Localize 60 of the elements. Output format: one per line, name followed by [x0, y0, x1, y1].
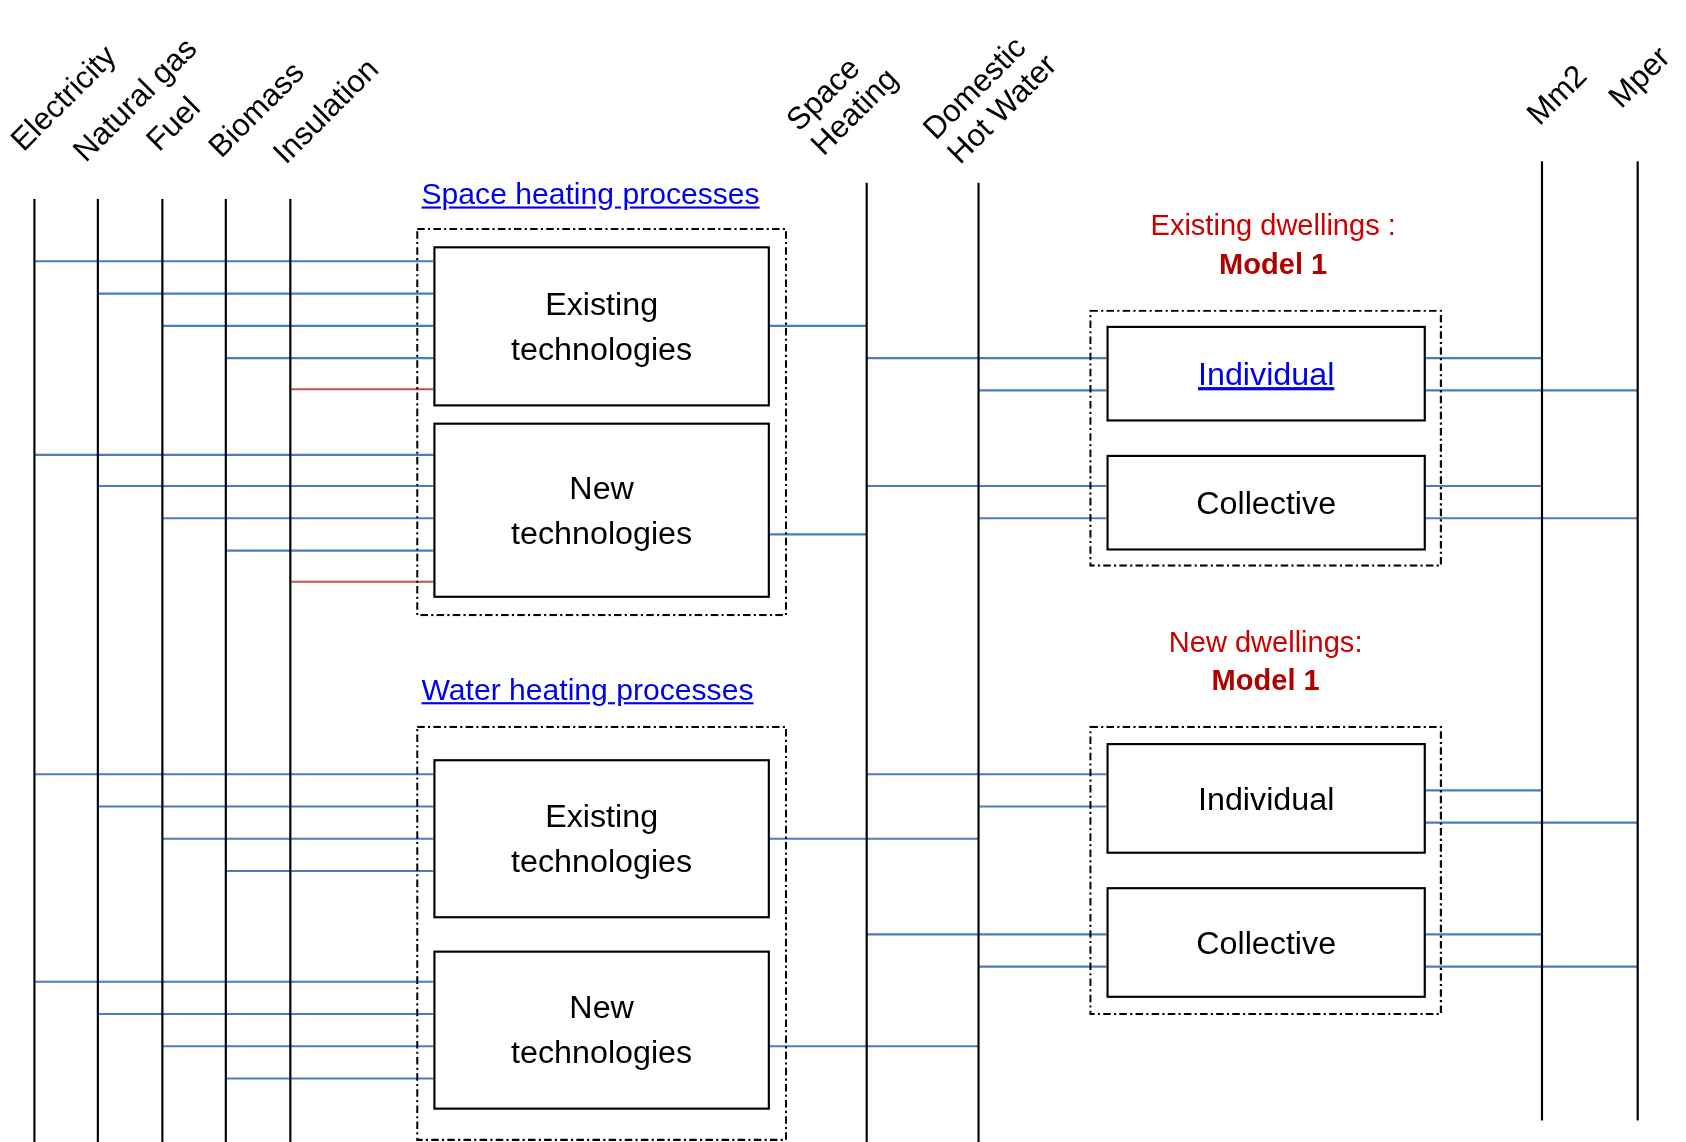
connector-line	[769, 1045, 979, 1048]
connector-line	[866, 357, 1107, 360]
connector-line	[978, 805, 1107, 808]
process-box	[1106, 454, 1426, 551]
connector-line	[1425, 484, 1542, 488]
connector-line	[97, 484, 434, 488]
connector-line	[162, 517, 434, 520]
connector-line	[162, 324, 434, 327]
box-label: New technologies	[510, 468, 694, 553]
connector-line	[225, 357, 434, 360]
connector-line	[34, 980, 434, 983]
connector-line	[1425, 389, 1638, 392]
group-heading: Model 1	[1219, 248, 1328, 282]
connector-line	[225, 1077, 434, 1080]
process-box	[1106, 743, 1426, 854]
connector-line	[769, 324, 867, 327]
connector-line	[1425, 357, 1542, 360]
connector-line	[866, 484, 1107, 488]
connector-line	[34, 773, 434, 776]
connector-line	[290, 388, 434, 391]
box-label: Existing technologies	[510, 796, 694, 881]
process-box	[433, 246, 770, 407]
box-label: Collective	[1196, 923, 1337, 962]
group-heading: Existing dwellings :	[1150, 209, 1396, 243]
connector-line	[978, 389, 1107, 392]
connector-line	[866, 773, 1107, 776]
connector-line	[225, 549, 434, 552]
connector-line	[769, 837, 979, 840]
connector-line	[225, 869, 434, 873]
connector-line	[162, 1045, 434, 1048]
connector-line	[1425, 789, 1542, 792]
group-heading-link: Water heating processes	[421, 673, 754, 708]
group-heading-link: Space heating processes	[421, 177, 760, 212]
connector-line	[97, 292, 434, 295]
box-label: Existing technologies	[510, 284, 694, 369]
connector-line	[866, 933, 1107, 936]
process-box	[1106, 887, 1426, 998]
group-heading: New dwellings:	[1168, 625, 1363, 660]
connector-line	[769, 533, 867, 536]
connector-line	[978, 965, 1107, 968]
connector-line	[1425, 821, 1638, 824]
connector-line	[97, 1012, 434, 1016]
process-box	[1106, 325, 1426, 422]
connector-line	[978, 517, 1107, 520]
connector-line	[1425, 933, 1542, 936]
box-label-link: Individual	[1198, 354, 1335, 393]
connector-line	[1425, 517, 1638, 520]
connector-line	[1425, 965, 1638, 968]
process-box	[433, 759, 770, 919]
connector-line	[290, 580, 434, 583]
process-box	[433, 950, 770, 1110]
connector-line	[34, 453, 434, 456]
box-label: New technologies	[510, 988, 694, 1072]
box-label: Individual	[1198, 779, 1335, 818]
box-label: Collective	[1196, 483, 1337, 522]
connector-line	[162, 837, 434, 840]
group-heading: Model 1	[1211, 664, 1320, 698]
process-box	[433, 422, 770, 598]
connector-line	[97, 805, 434, 808]
connector-line	[34, 260, 434, 263]
